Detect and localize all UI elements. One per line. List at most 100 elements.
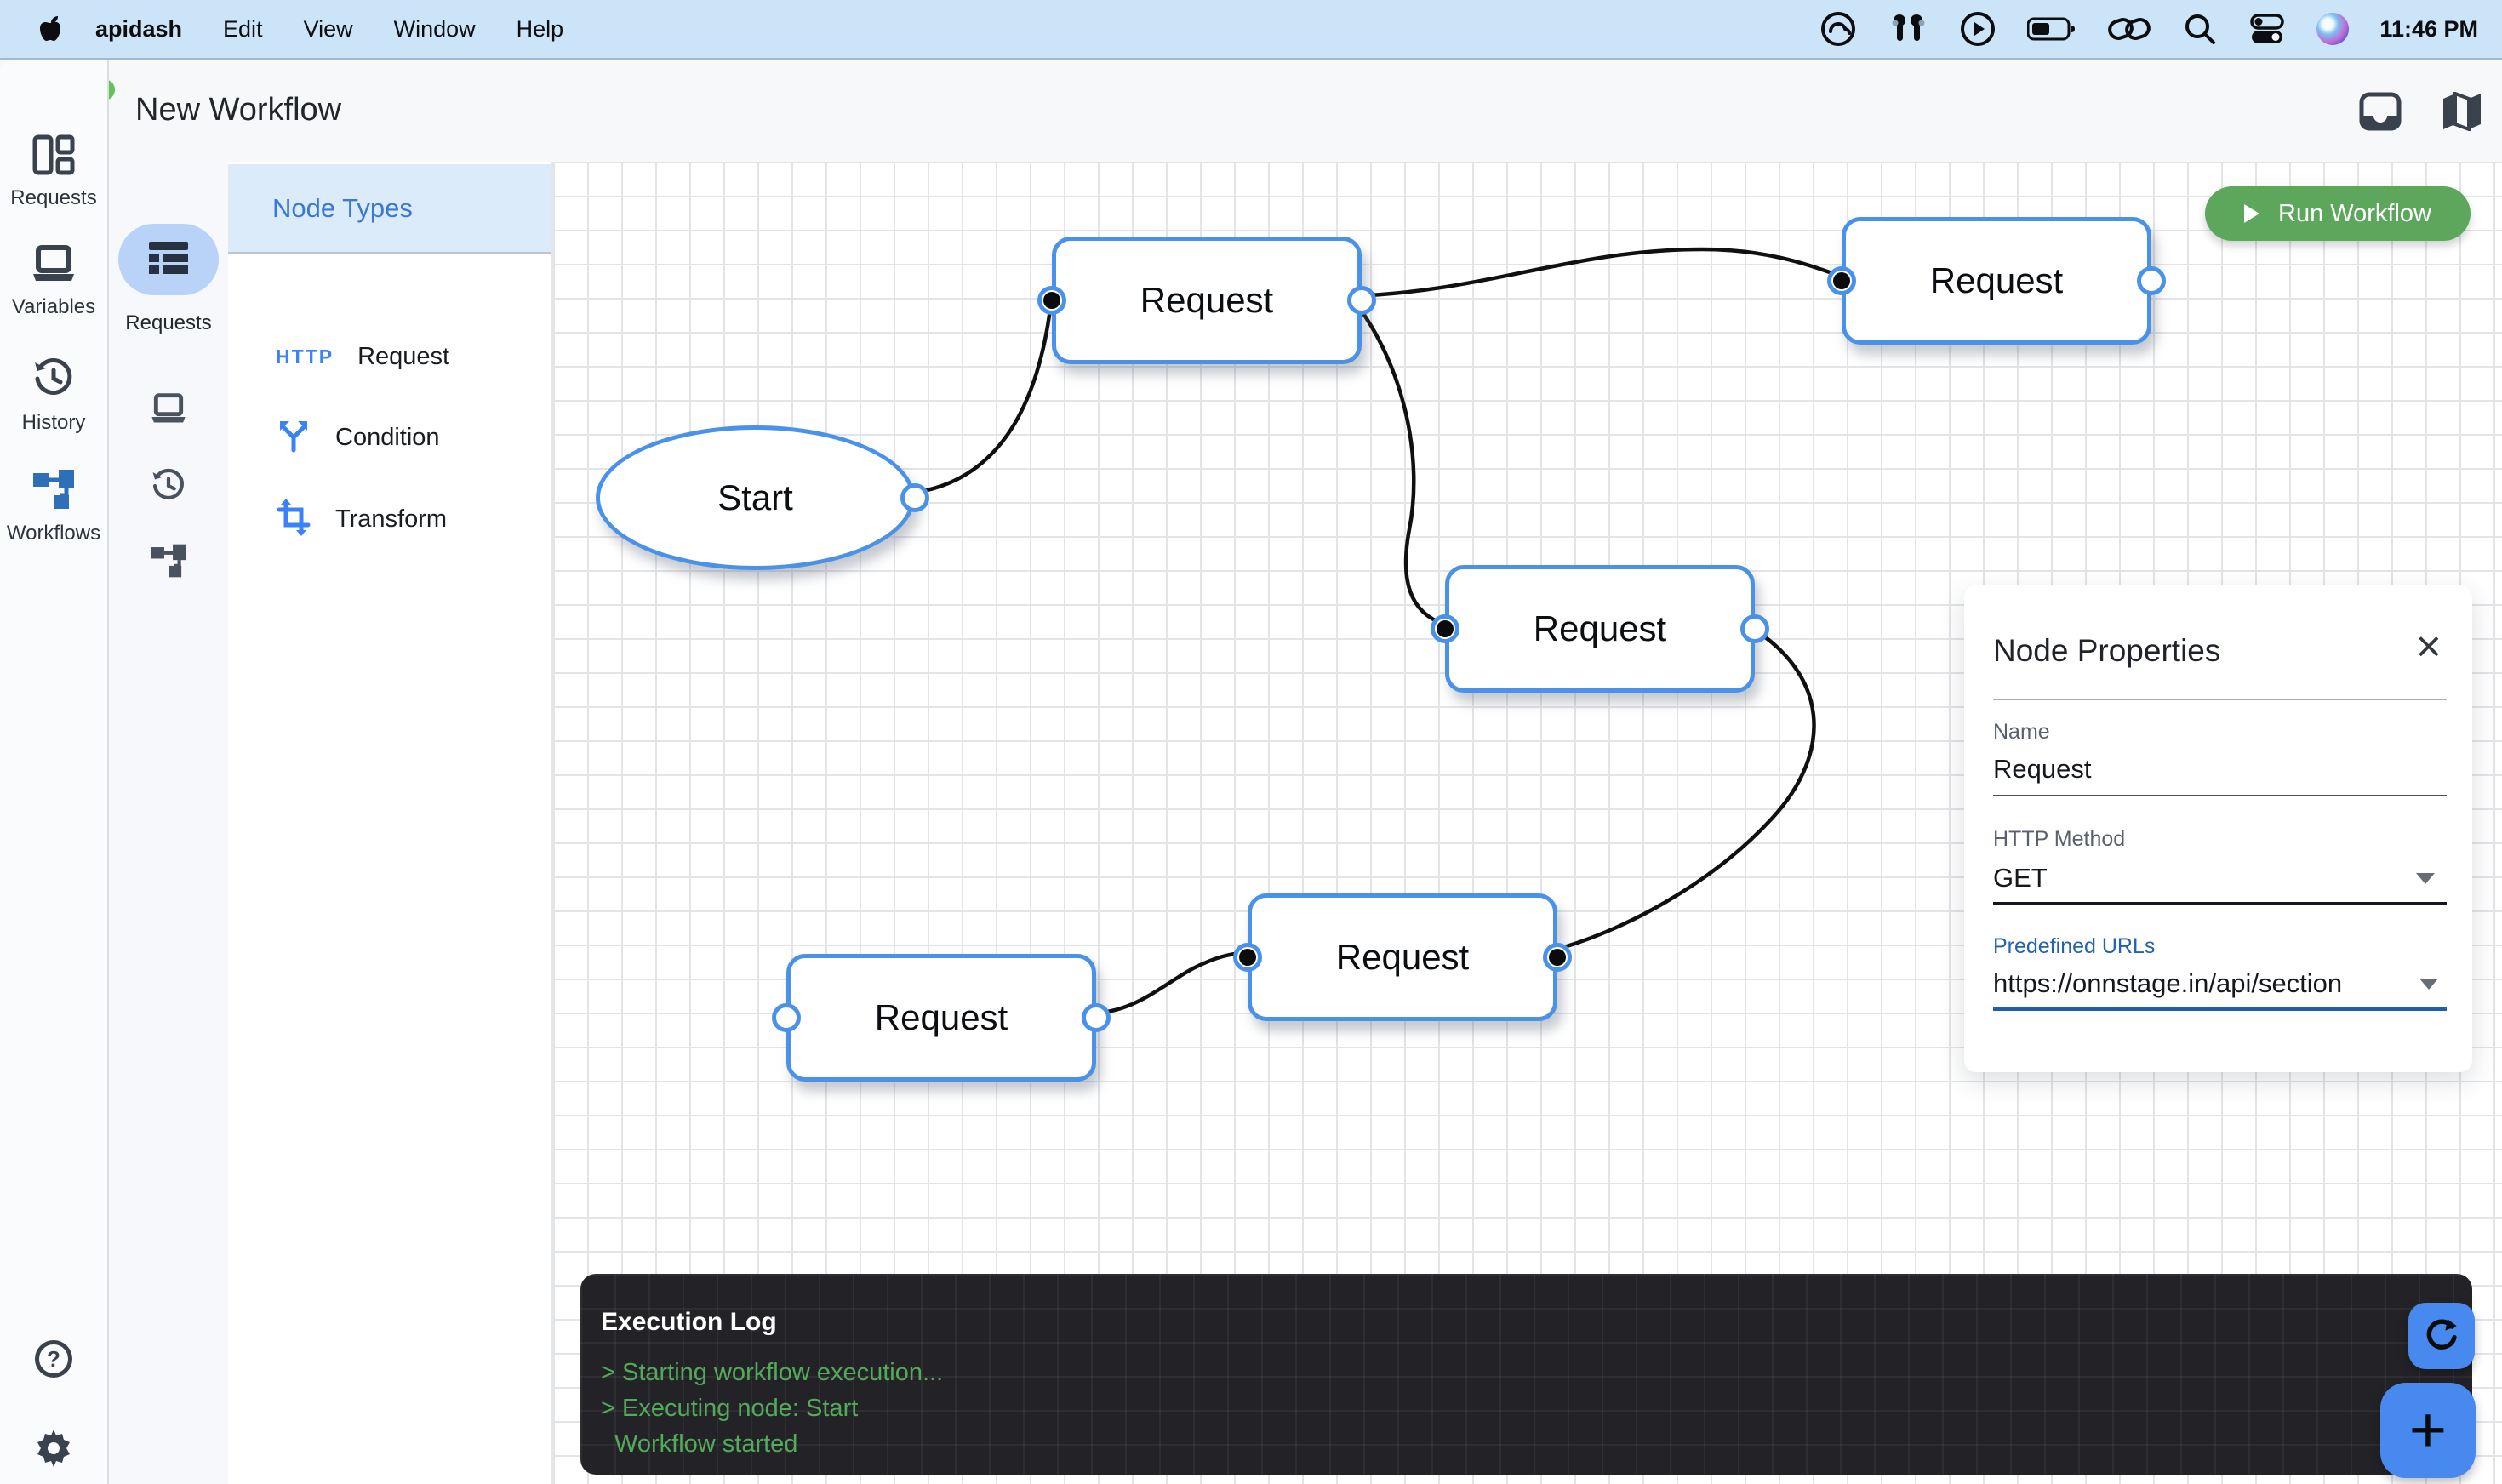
log-line: > Executing node: Start: [601, 1395, 859, 1422]
node-types-panel: Node Types HTTP Request Condition Transf…: [228, 162, 553, 1484]
siri-icon[interactable]: [2316, 13, 2350, 45]
laptop-icon: [31, 245, 77, 288]
page-title: New Workflow: [135, 92, 342, 128]
http-method-underline: [1993, 902, 2447, 905]
battery-icon[interactable]: [2027, 16, 2076, 42]
log-line: > Starting workflow execution...: [601, 1359, 944, 1386]
node-type-condition[interactable]: Condition: [228, 405, 551, 470]
output-port[interactable]: [1347, 286, 1376, 315]
menu-item-view[interactable]: View: [303, 15, 353, 42]
node-type-label: Transform: [335, 505, 448, 533]
menu-item-help[interactable]: Help: [516, 15, 564, 42]
node-request-3[interactable]: Request: [1431, 565, 1769, 693]
node-start[interactable]: Start: [596, 425, 929, 570]
hotspot-link-icon[interactable]: [2107, 12, 2151, 46]
map-icon[interactable]: [2441, 91, 2483, 135]
help-icon: ?: [35, 1340, 72, 1378]
divider: [1993, 699, 2447, 700]
plus-icon: +: [2408, 1394, 2448, 1466]
http-method-select[interactable]: GET: [1993, 863, 2048, 893]
settings-gear-icon: [33, 1428, 74, 1473]
layout-icon: [32, 134, 75, 180]
control-center-icon[interactable]: [2248, 10, 2286, 48]
settings-button[interactable]: [0, 1428, 107, 1473]
menu-item-app[interactable]: apidash: [95, 15, 183, 42]
sidebar-item-history[interactable]: History: [0, 357, 107, 435]
workflow-tree-icon: [31, 468, 76, 515]
play-icon: [2244, 204, 2260, 223]
refresh-button[interactable]: [2408, 1303, 2475, 1369]
menu-item-window[interactable]: Window: [393, 15, 476, 42]
output-port[interactable]: [1740, 614, 1769, 643]
input-port[interactable]: [1233, 943, 1262, 972]
edge-request4-to-request5[interactable]: [1085, 950, 1250, 1016]
node-request-5[interactable]: Request: [1233, 893, 1572, 1021]
node-request-4[interactable]: Request: [772, 954, 1111, 1082]
input-port[interactable]: [1037, 286, 1066, 315]
add-node-button[interactable]: +: [2380, 1383, 2476, 1478]
branch-icon: [276, 418, 311, 458]
output-port[interactable]: [2137, 266, 2166, 295]
title-bar: New Workflow: [0, 60, 2502, 162]
left-sidebar: Requests Variables History Workflows: [0, 60, 109, 1484]
node-label: Request: [1140, 280, 1274, 320]
menu-item-edit[interactable]: Edit: [223, 15, 263, 42]
search-icon[interactable]: [2182, 11, 2218, 47]
node-label: Request: [1335, 937, 1470, 977]
sidebar-item-label: History: [21, 411, 86, 434]
node-type-request[interactable]: HTTP Request: [228, 324, 551, 389]
apple-menu-icon[interactable]: [26, 14, 75, 43]
edge-layer: [904, 247, 1844, 1016]
creative-cloud-icon[interactable]: [1819, 10, 1857, 48]
rail-item-label: Requests: [125, 311, 212, 334]
input-port[interactable]: [1431, 614, 1460, 643]
help-button[interactable]: ?: [0, 1340, 107, 1378]
sidebar-item-requests[interactable]: Requests: [0, 134, 107, 210]
execution-log-panel: Execution Log > Starting workflow execut…: [580, 1274, 2472, 1475]
name-field-label: Name: [1993, 720, 2050, 744]
sidebar-item-workflows[interactable]: Workflows: [0, 468, 107, 545]
http-method-label: HTTP Method: [1993, 827, 2126, 851]
edge-request1-to-request3[interactable]: [1351, 297, 1448, 627]
rail-item-workflows[interactable]: [109, 543, 228, 579]
edge-start-to-request1[interactable]: [904, 294, 1054, 496]
output-port[interactable]: [1543, 943, 1572, 972]
rail-item-variables[interactable]: [109, 393, 228, 425]
node-label: Start: [717, 477, 793, 517]
name-field-value[interactable]: Request: [1993, 754, 2092, 784]
sidebar-item-variables[interactable]: Variables: [0, 245, 107, 319]
rail-item-history[interactable]: [109, 468, 228, 504]
output-port[interactable]: [1082, 1003, 1111, 1032]
run-workflow-button[interactable]: Run Workflow: [2205, 186, 2471, 241]
edge-request1-to-request2[interactable]: [1351, 247, 1844, 299]
node-label: Request: [874, 997, 1008, 1037]
output-port[interactable]: [900, 483, 929, 512]
airpods-icon[interactable]: [1888, 10, 1928, 48]
transform-icon: [276, 498, 311, 541]
rail-item-requests-selected[interactable]: [118, 224, 219, 295]
edge-request3-to-request5[interactable]: [1546, 622, 1816, 954]
sidebar-item-label: Workflows: [6, 522, 101, 545]
predefined-urls-label: Predefined URLs: [1993, 934, 2156, 958]
chevron-down-icon[interactable]: [2416, 873, 2435, 884]
node-request-2[interactable]: Request: [1827, 217, 2166, 345]
input-port[interactable]: [772, 1003, 801, 1032]
save-tray-icon[interactable]: [2359, 92, 2402, 135]
node-type-transform[interactable]: Transform: [228, 487, 551, 551]
app-window: New Workflow Requests: [0, 60, 2502, 1484]
clock: 11:46 PM: [2379, 15, 2478, 42]
name-field-underline: [1993, 795, 2447, 796]
input-port[interactable]: [1827, 266, 1856, 295]
workflow-canvas[interactable]: Start Request Request Request: [553, 162, 2502, 1484]
chevron-down-icon[interactable]: [2419, 979, 2438, 990]
predefined-urls-select[interactable]: https://onnstage.in/api/section: [1993, 968, 2343, 998]
refresh-icon: [2422, 1315, 2461, 1358]
play-circle-icon[interactable]: [1959, 10, 1996, 48]
list-icon: [149, 241, 188, 278]
close-icon[interactable]: ×: [2415, 622, 2442, 671]
node-request-1[interactable]: Request: [1037, 237, 1376, 364]
log-line: Workflow started: [614, 1430, 798, 1458]
node-type-label: Request: [357, 342, 450, 370]
node-type-label: Condition: [335, 423, 440, 451]
